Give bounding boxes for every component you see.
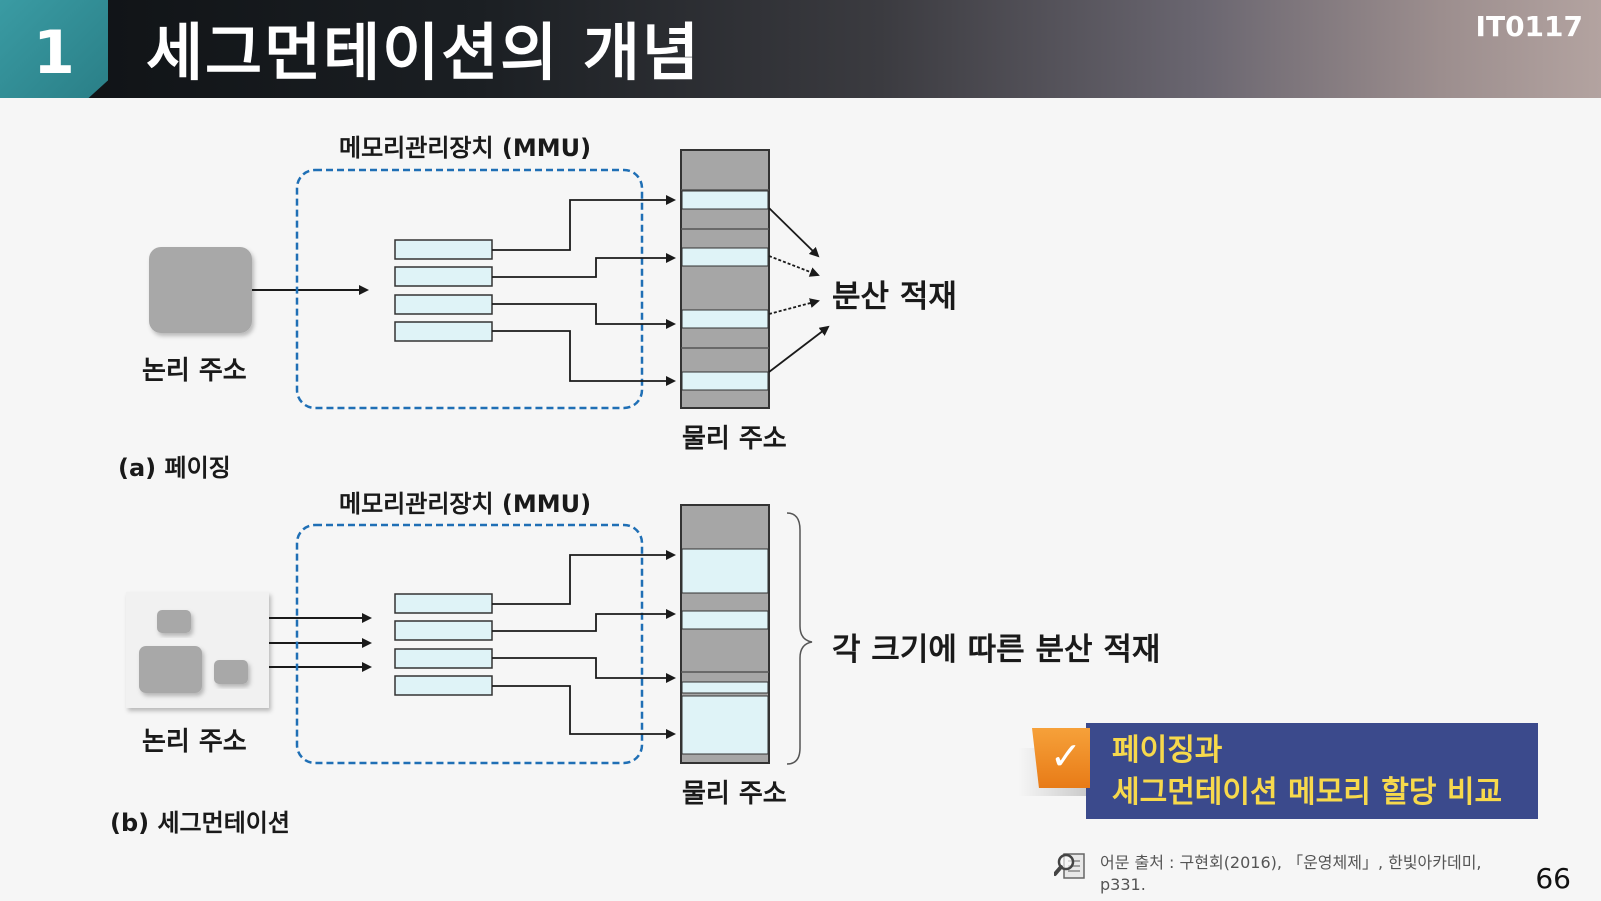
paging-map-arrow bbox=[492, 330, 676, 386]
segment-region bbox=[681, 610, 769, 630]
segmentation-logical-address-label: 논리 주소 bbox=[142, 727, 247, 757]
paging-map-arrow bbox=[492, 303, 676, 329]
paging-table-entry bbox=[394, 266, 493, 287]
paging-logical-address-label: 논리 주소 bbox=[142, 356, 247, 386]
paging-frame-cell bbox=[681, 190, 769, 210]
paging-caption: (a) 페이징 bbox=[118, 454, 231, 482]
page-title: 세그먼테이션의 개념 bbox=[146, 16, 701, 89]
paging-physical-address-label: 물리 주소 bbox=[682, 424, 787, 454]
paging-map-arrow bbox=[492, 253, 676, 278]
paging-table-entry bbox=[394, 294, 493, 315]
paging-physical-memory-frame bbox=[680, 149, 770, 409]
paging-mapping-arrows bbox=[492, 195, 676, 386]
callout-line-2: 세그먼테이션 메모리 할당 비교 bbox=[1112, 775, 1503, 810]
callout-text: 페이징과 세그먼테이션 메모리 할당 비교 bbox=[1112, 730, 1502, 814]
scatter-arrow bbox=[768, 325, 830, 373]
segmentation-segment-table bbox=[394, 593, 493, 696]
segmentation-table-entry bbox=[394, 593, 493, 614]
section-number-box bbox=[0, 0, 108, 98]
segmentation-table-entry bbox=[394, 648, 493, 669]
course-code: IT0117 bbox=[1475, 10, 1583, 43]
segmentation-mmu-box bbox=[295, 523, 644, 765]
comparison-callout bbox=[1086, 723, 1538, 819]
paging-mmu-label: 메모리관리장치 (MMU) bbox=[339, 134, 592, 162]
paging-scatter-arrows bbox=[768, 207, 830, 373]
segment-region bbox=[681, 695, 769, 755]
segmentation-map-arrow bbox=[492, 685, 676, 739]
callout-line-1: 페이징과 bbox=[1112, 733, 1223, 768]
source-citation: 어문 출처 : 구현회(2016), 「운영체제」, 한빛아카데미, p331. bbox=[1100, 852, 1482, 896]
paging-scatter-label: 분산 적재 bbox=[832, 279, 957, 315]
segmentation-caption: (b) 세그먼테이션 bbox=[110, 809, 290, 837]
paging-page-table bbox=[394, 239, 493, 342]
segment-block bbox=[139, 646, 202, 693]
paging-table-entry bbox=[394, 321, 493, 342]
segmentation-mmu-label: 메모리관리장치 (MMU) bbox=[339, 490, 592, 518]
page-number: 66 bbox=[1535, 862, 1571, 895]
header-bar bbox=[0, 0, 1601, 98]
segment-block bbox=[157, 610, 191, 633]
segment-region bbox=[681, 681, 769, 694]
magnifier-document-icon bbox=[1054, 853, 1085, 879]
segmentation-physical-memory bbox=[680, 504, 770, 764]
paging-physical-memory bbox=[680, 149, 770, 409]
segmentation-table-entry bbox=[394, 620, 493, 641]
paging-logical-block bbox=[149, 247, 252, 333]
paging-table-entry bbox=[394, 239, 493, 260]
segment-region bbox=[681, 548, 769, 594]
paging-map-arrow bbox=[492, 195, 676, 251]
segmentation-map-arrow bbox=[492, 550, 676, 605]
paging-frame-cell bbox=[681, 309, 769, 329]
segmentation-scatter-label: 각 크기에 따른 분산 적재 bbox=[832, 632, 1161, 668]
segmentation-map-arrow bbox=[492, 609, 676, 632]
segment-block bbox=[214, 660, 248, 684]
segmentation-map-arrow bbox=[492, 657, 676, 683]
check-icon: ✓ bbox=[1050, 734, 1082, 778]
paging-frame-cell bbox=[681, 371, 769, 391]
section-number: 1 bbox=[33, 18, 75, 88]
segmentation-table-entry bbox=[394, 675, 493, 696]
segmentation-mapping-arrows bbox=[492, 550, 676, 739]
source-line-1: 어문 출처 : 구현회(2016), 「운영체제」, 한빛아카데미, bbox=[1100, 853, 1482, 872]
paging-mmu-box bbox=[295, 168, 644, 410]
source-line-2: p331. bbox=[1100, 875, 1146, 894]
callout-ribbon: ✓ bbox=[1032, 728, 1090, 788]
scatter-arrow bbox=[768, 255, 820, 277]
segmentation-brace bbox=[786, 512, 813, 765]
paging-frame-cell bbox=[681, 247, 769, 267]
segmentation-physical-address-label: 물리 주소 bbox=[682, 779, 787, 809]
scatter-arrow bbox=[768, 298, 820, 315]
segmentation-input-arrows bbox=[269, 613, 372, 672]
scatter-arrow bbox=[768, 207, 820, 258]
